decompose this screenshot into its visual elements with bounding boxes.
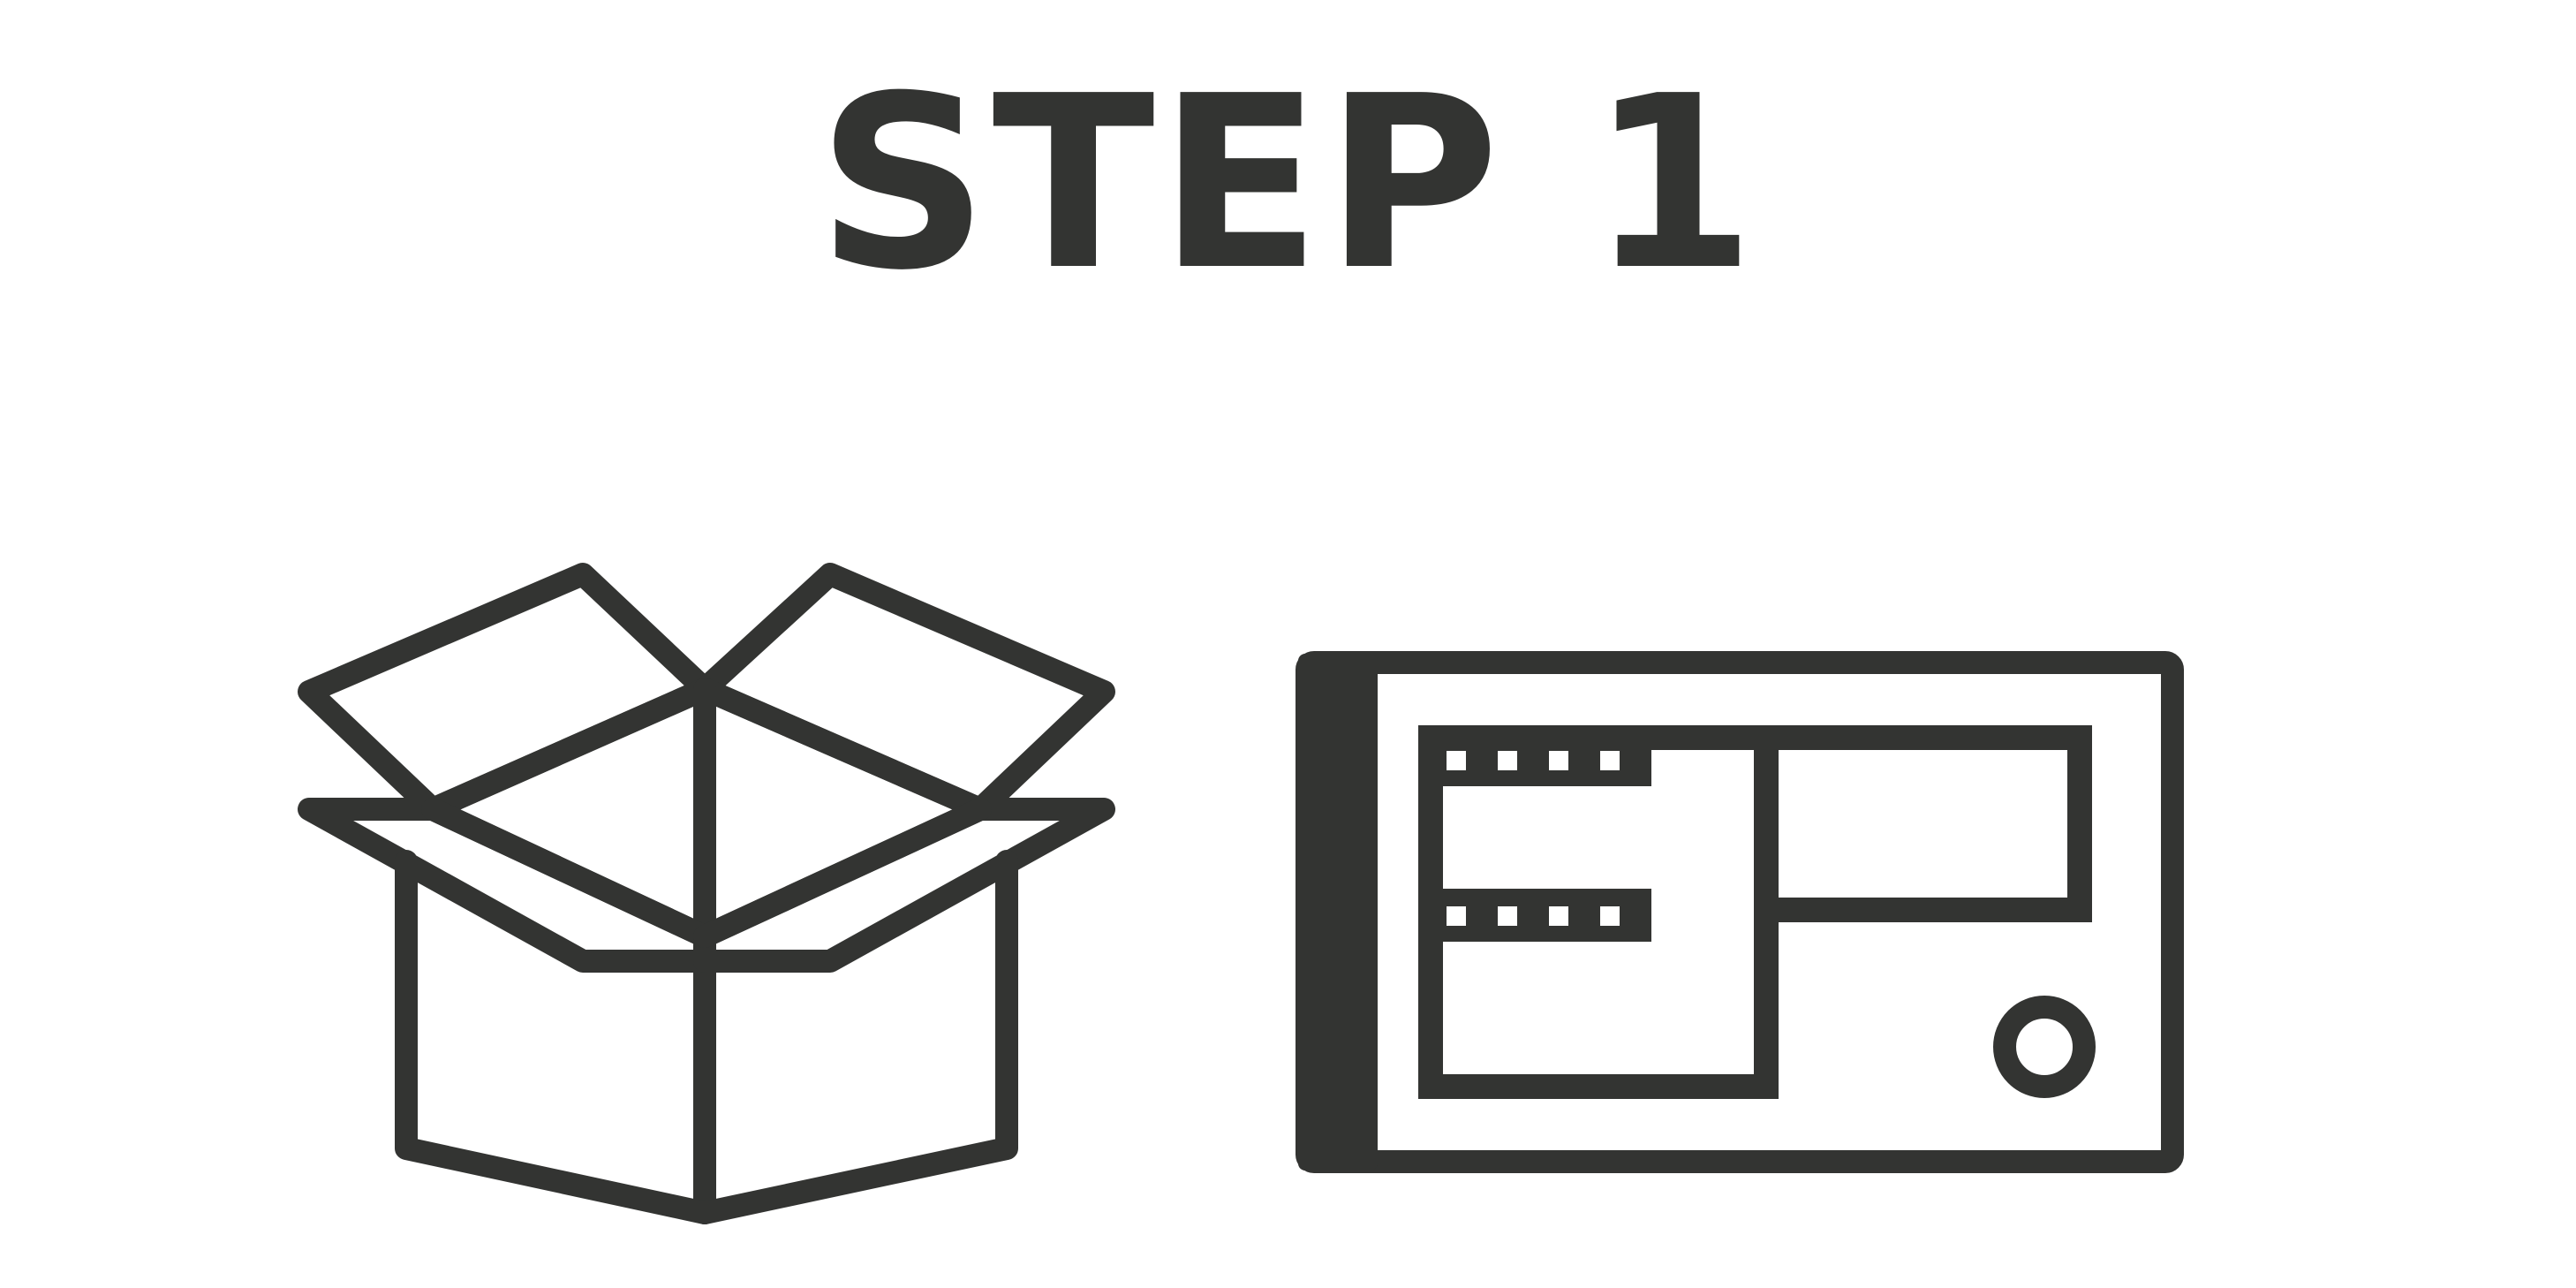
open-box-icon — [298, 563, 1115, 1224]
step-title: STEP 1 — [817, 44, 1759, 322]
device-panel-icon — [1296, 651, 2184, 1173]
